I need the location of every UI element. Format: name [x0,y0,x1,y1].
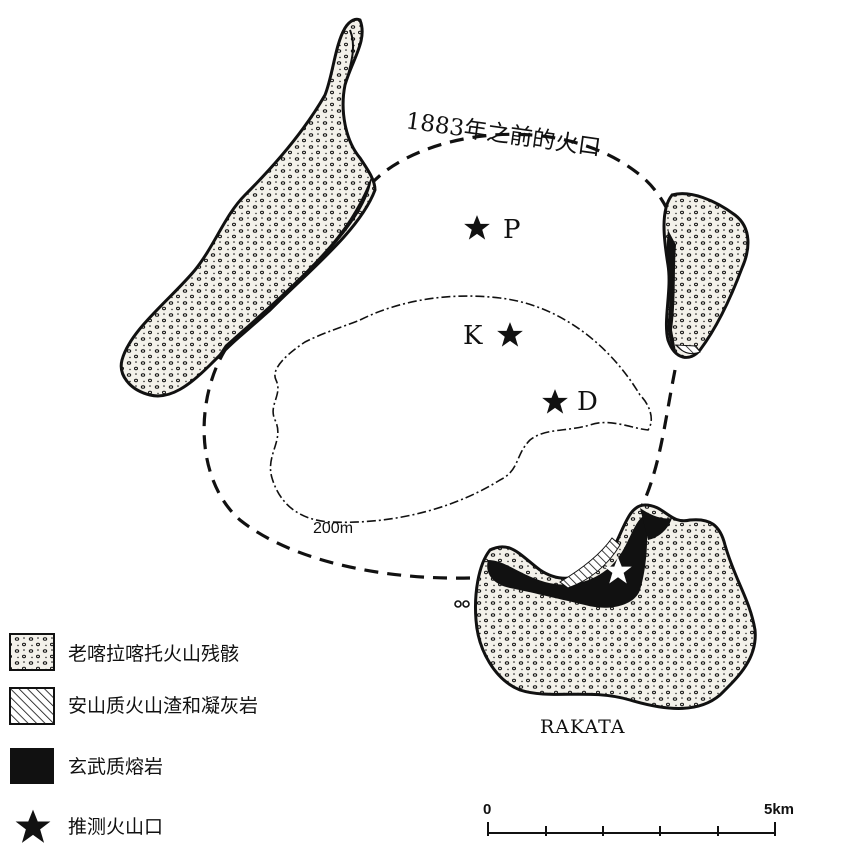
island-northwest-lava-edge [215,175,372,360]
island-northeast-tuff [674,344,701,355]
island-name-rakata: RAKATA [540,716,626,738]
vent-label-k: K [463,321,483,351]
legend: 老喀拉喀托火山残骸 安山质火山渣和凝灰岩 玄武质熔岩 推测火山口 [9,633,258,843]
scale-bar [487,822,776,836]
scale-start-label: 0 [483,801,491,818]
legend-swatch-andesite [9,687,55,725]
rakata-basaltic-lava [487,515,648,608]
rakata-summit-lava [640,508,672,540]
caldera-label: 1883年之前的火口 [404,108,602,161]
island-northeast [662,192,750,359]
legend-label-andesite: 安山质火山渣和凝灰岩 [68,695,258,717]
legend-label-vent: 推测火山口 [68,816,163,838]
island-northwest [119,17,377,398]
contour-label: 200m [313,520,353,537]
legend-label-remnant: 老喀拉喀托火山残骸 [68,643,239,665]
vent-label-p: P [503,215,521,245]
vent-star-k [497,322,523,347]
rakata-rock-outcrop [454,600,470,608]
island-northwest-inlet [347,29,355,76]
legend-swatch-basalt [10,748,54,784]
vent-star-p [464,215,490,240]
vent-star-d [542,389,568,414]
legend-label-basalt: 玄武质熔岩 [68,756,163,778]
island-northeast-lava-edge [666,230,676,352]
legend-vent-star-icon [15,809,51,843]
vent-label-d: D [577,387,598,417]
scale-end-label: 5km [764,801,794,818]
legend-swatch-remnant [9,633,55,671]
contour-200m [269,295,652,524]
rakata-andesite-tuff [559,537,621,589]
